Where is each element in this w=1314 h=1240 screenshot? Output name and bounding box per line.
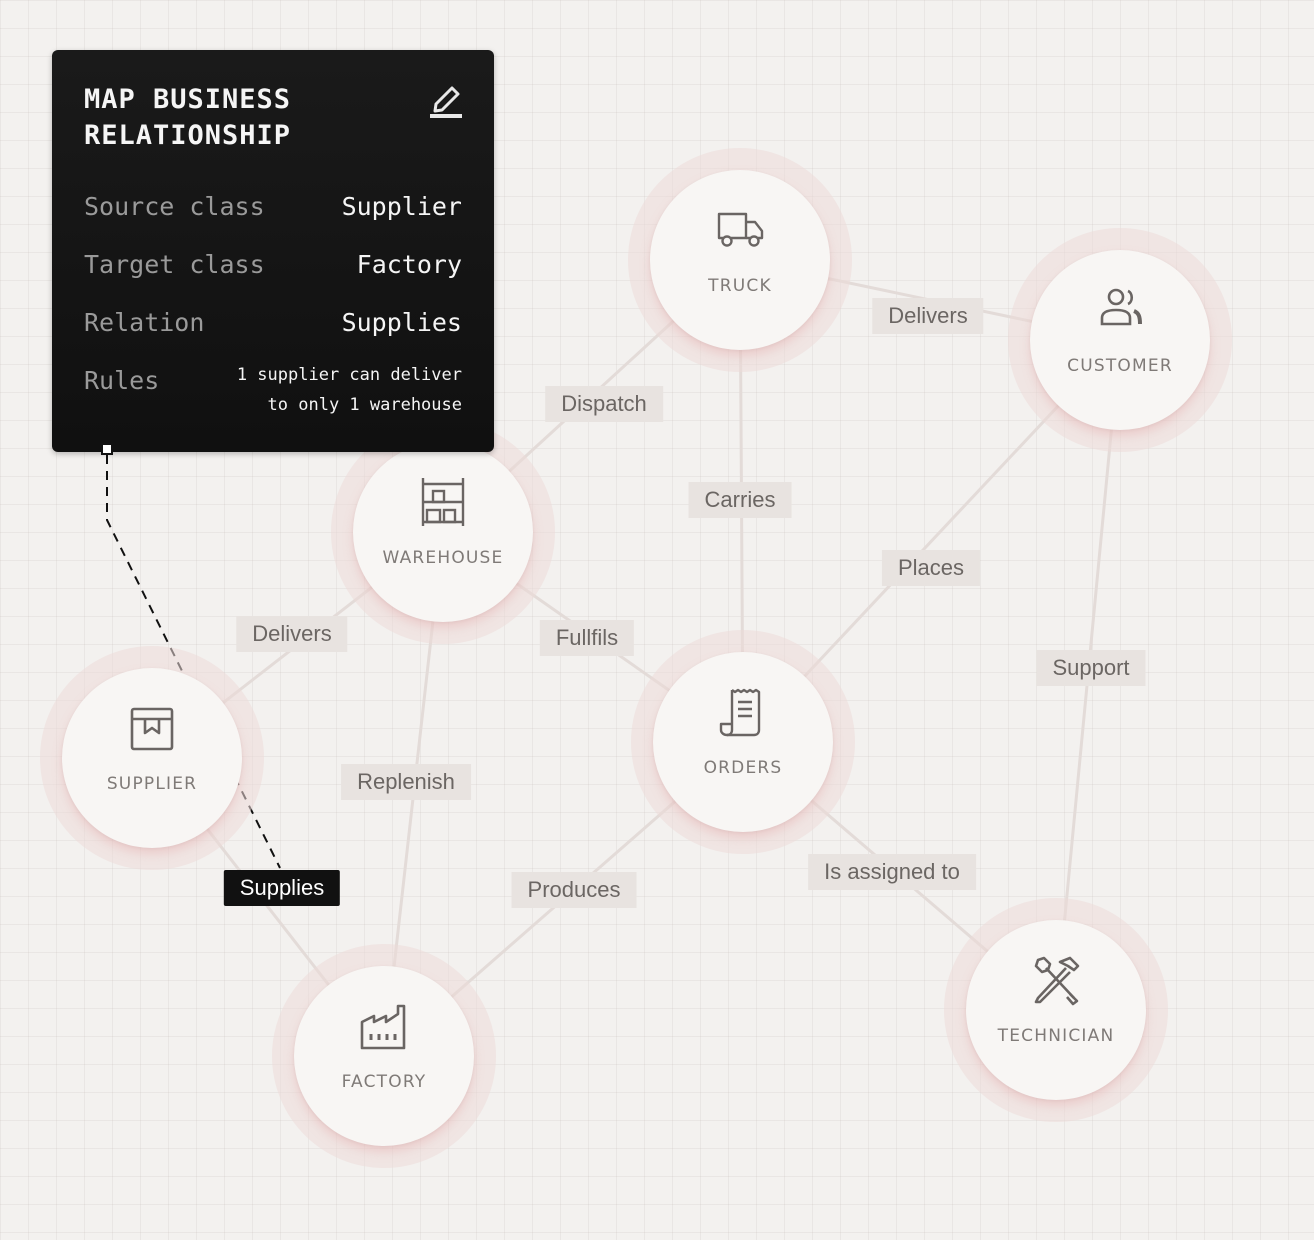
panel-value: Factory	[356, 250, 462, 279]
edge-label-technician-customer[interactable]: Support	[1036, 650, 1146, 686]
edge-label-orders-technician[interactable]: Is assigned to	[808, 854, 976, 890]
panel-title: MAP BUSINESS RELATIONSHIP	[84, 84, 292, 151]
node-circle[interactable]	[62, 668, 242, 848]
node-circle[interactable]	[353, 442, 533, 622]
package-box-icon	[126, 702, 178, 754]
edge-label-truck-orders[interactable]: Carries	[688, 482, 792, 518]
node-label-supplier: SUPPLIER	[106, 774, 198, 794]
edit-button[interactable]	[426, 80, 466, 120]
panel-key: Rules	[84, 366, 160, 395]
edge-label-supplier-warehouse[interactable]: Delivers	[236, 616, 348, 652]
factory-icon	[358, 1000, 410, 1052]
panel-row-source: Source class Supplier	[84, 192, 462, 224]
receipt-icon	[717, 686, 769, 738]
edit-pencil-icon	[430, 86, 462, 118]
node-circle[interactable]	[966, 920, 1146, 1100]
customers-icon	[1094, 284, 1146, 336]
edge-label-warehouse-factory[interactable]: Replenish	[341, 764, 471, 800]
panel-row-rules: Rules 1 supplier can deliver to only 1 w…	[84, 365, 462, 432]
node-label-technician: TECHNICIAN	[997, 1026, 1115, 1046]
edge-label-warehouse-truck[interactable]: Dispatch	[545, 386, 663, 422]
tools-icon	[1030, 954, 1082, 1006]
panel-row-target: Target class Factory	[84, 250, 462, 282]
edge-label-orders-customer[interactable]: Places	[881, 550, 981, 586]
relationship-panel: MAP BUSINESS RELATIONSHIP Source class S…	[52, 50, 494, 452]
panel-rules-line-1: 1 supplier can deliver	[236, 365, 462, 385]
node-label-warehouse: WAREHOUSE	[382, 548, 504, 568]
node-label-customer: CUSTOMER	[1067, 356, 1173, 376]
panel-key: Target class	[84, 250, 265, 279]
node-label-orders: ORDERS	[703, 758, 783, 778]
panel-value: Supplies	[341, 308, 462, 337]
node-circle[interactable]	[650, 170, 830, 350]
truck-icon	[714, 204, 766, 256]
node-circle[interactable]	[653, 652, 833, 832]
node-label-factory: FACTORY	[341, 1072, 427, 1092]
warehouse-shelves-icon	[417, 476, 469, 528]
edge-label-supplier-factory-selected[interactable]: Supplies	[223, 870, 341, 906]
panel-rules-line-2: to only 1 warehouse	[267, 395, 462, 415]
panel-row-relation: Relation Supplies	[84, 308, 462, 340]
panel-value: Supplier	[341, 192, 462, 221]
connector-handle[interactable]	[101, 443, 113, 455]
panel-key: Source class	[84, 192, 265, 221]
edge-label-factory-orders[interactable]: Produces	[511, 872, 637, 908]
edge-label-warehouse-orders[interactable]: Fullfils	[539, 620, 635, 656]
edge-label-truck-customer[interactable]: Delivers	[872, 298, 984, 334]
node-label-truck: TRUCK	[708, 276, 772, 296]
node-circle[interactable]	[1030, 250, 1210, 430]
panel-key: Relation	[84, 308, 205, 337]
node-circle[interactable]	[294, 966, 474, 1146]
